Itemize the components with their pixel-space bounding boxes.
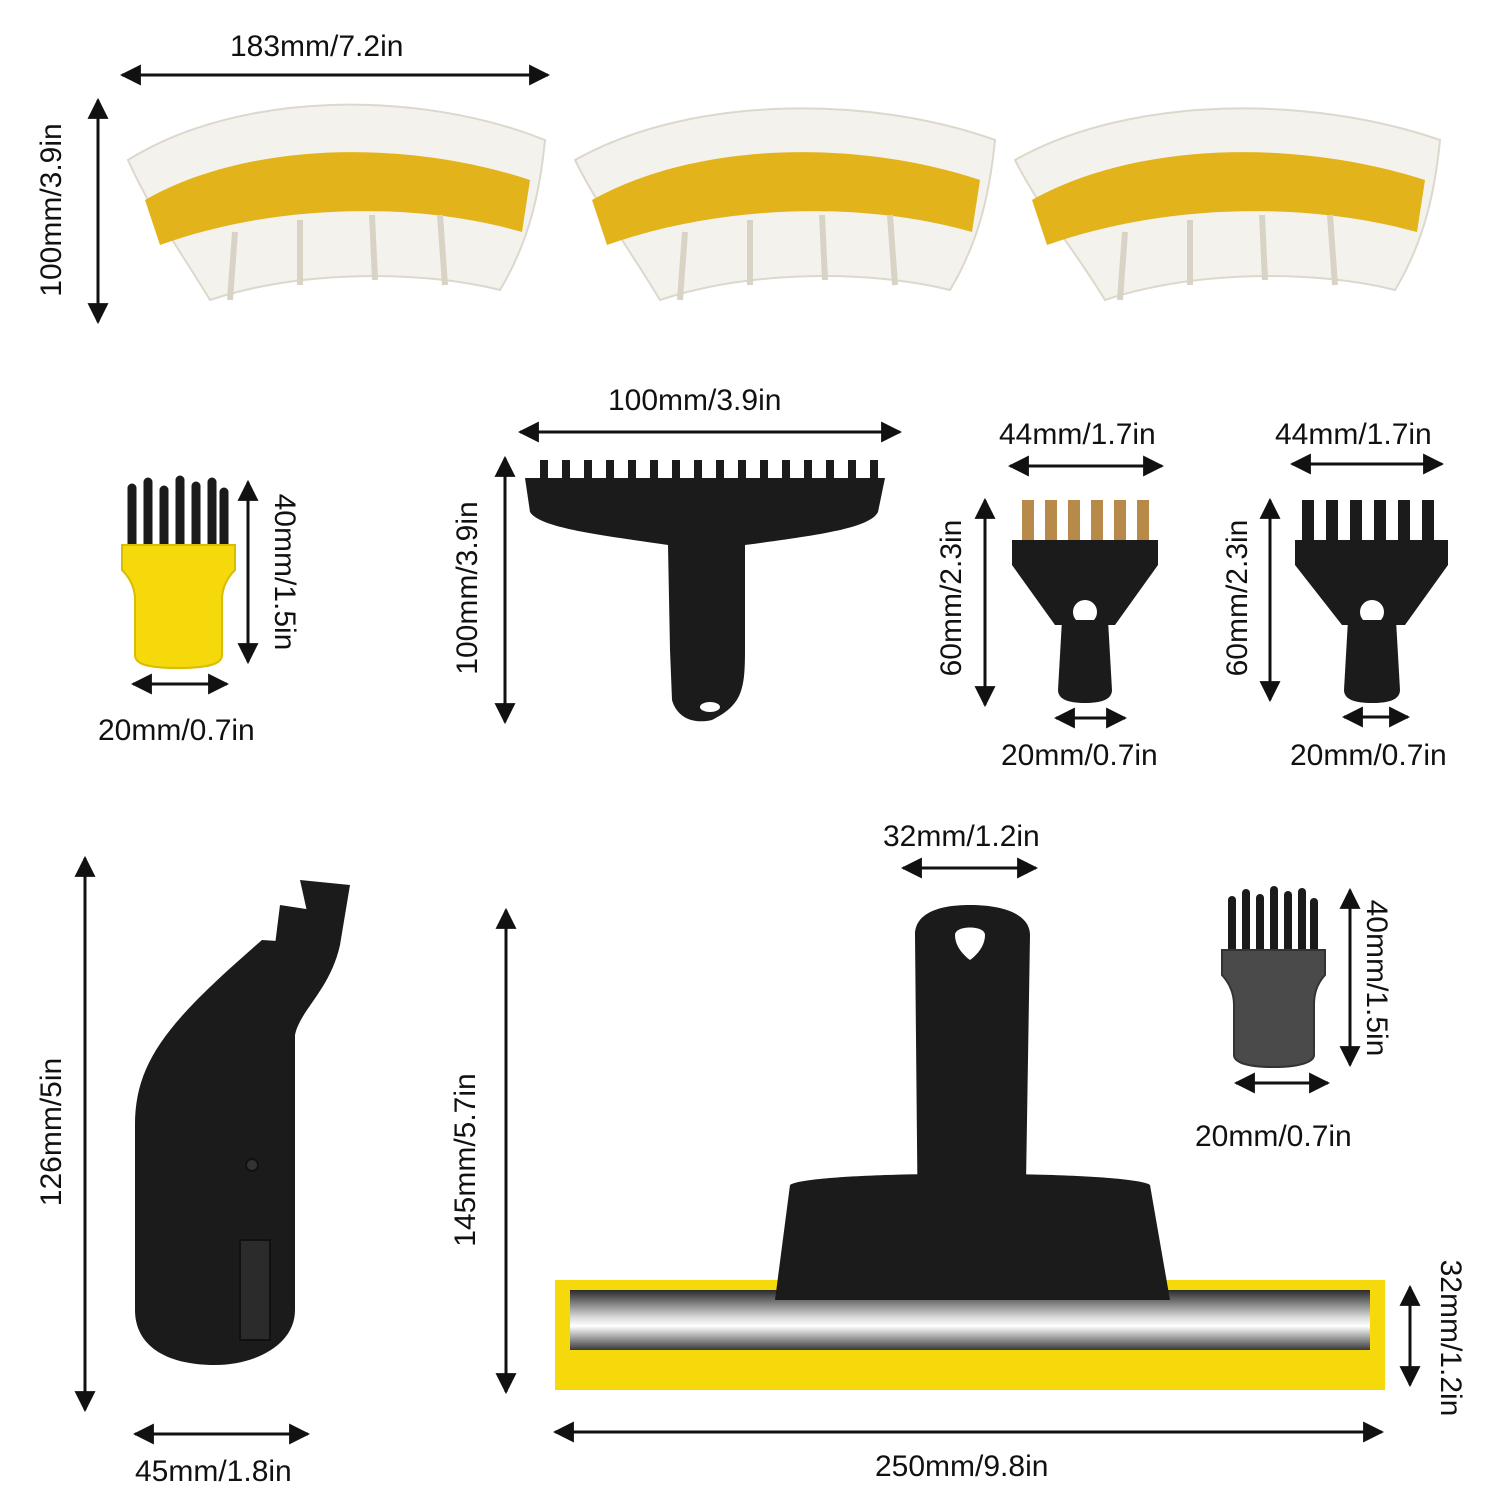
brass-brush-height-label: 60mm/2.3in [935,519,968,677]
small-yellow-brush-width-label: 20mm/0.7in [98,714,255,747]
brass-brush-nozzle-label: 20mm/0.7in [1001,739,1158,772]
black-brush-height-label: 60mm/2.3in [1221,519,1254,677]
squeegee-width-label: 250mm/9.8in [875,1450,1049,1483]
pad-width-label: 183mm/7.2in [230,30,404,63]
microfiber-pad-3 [1013,107,1442,302]
black-brush-nozzle-label: 20mm/0.7in [1290,739,1447,772]
brass-brush-width-label: 44mm/1.7in [999,418,1156,451]
small-grey-brush-height-label: 40mm/1.5in [1360,899,1393,1057]
dimension-arrows [74,64,1445,1445]
microfiber-pad-2 [573,107,997,302]
brass-bristle-brush [1012,500,1158,703]
squeegee-handle-width-label: 32mm/1.2in [883,820,1040,853]
window-squeegee [555,905,1385,1390]
triangle-brush-height-label: 100mm/3.9in [451,501,484,675]
nozzle-height-label: 126mm/5in [35,1057,68,1207]
black-bristle-brush [1295,500,1448,703]
microfiber-pad-1 [126,103,547,302]
squeegee-blade-height-label: 32mm/1.2in [1434,1259,1467,1417]
small-grey-round-brush [1221,886,1326,1069]
squeegee-height-label: 145mm/5.7in [449,1073,482,1247]
black-brush-width-label: 44mm/1.7in [1275,418,1432,451]
nozzle-width-label: 45mm/1.8in [135,1455,292,1488]
triangle-comb-brush [525,460,885,722]
small-yellow-round-brush [121,475,236,670]
triangle-brush-width-label: 100mm/3.9in [608,384,782,417]
small-yellow-brush-height-label: 40mm/1.5in [268,493,301,651]
small-grey-brush-width-label: 20mm/0.7in [1195,1120,1352,1153]
angled-steam-nozzle [135,880,350,1365]
pad-height-label: 100mm/3.9in [35,123,68,297]
